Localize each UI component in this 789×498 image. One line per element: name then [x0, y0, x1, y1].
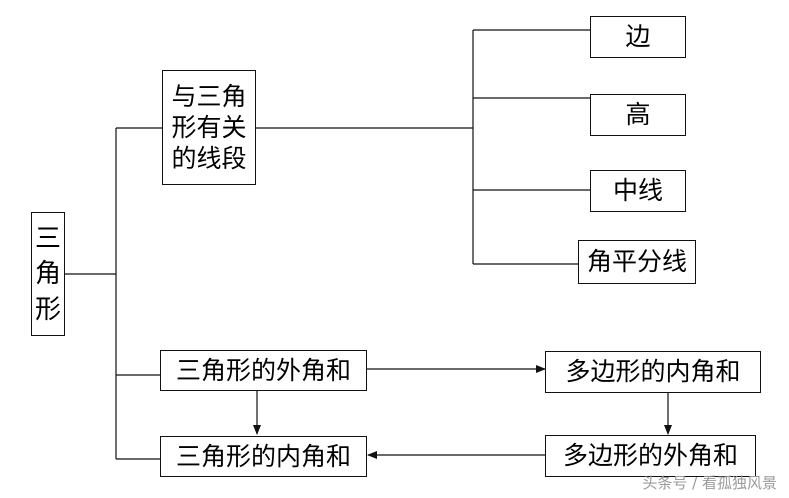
- segment-height-box: 高: [590, 94, 686, 136]
- polygon-interior-angle-sum-box: 多边形的内角和: [545, 351, 761, 393]
- segment-angle-bisector-box: 角平分线: [578, 240, 696, 284]
- segment-median-box: 中线: [590, 170, 686, 212]
- exterior-angle-sum-box: 三角形的外角和: [160, 350, 367, 391]
- segment-edge-box: 边: [590, 16, 686, 58]
- root-box: 三 角 形: [31, 212, 65, 336]
- watermark-text: 头条号 / 看孤独风景: [642, 474, 777, 492]
- segments-group-box: 与三角 形有关 的线段: [162, 70, 256, 185]
- polygon-exterior-angle-sum-box: 多边形的外角和: [545, 435, 756, 477]
- interior-angle-sum-box: 三角形的内角和: [160, 436, 367, 477]
